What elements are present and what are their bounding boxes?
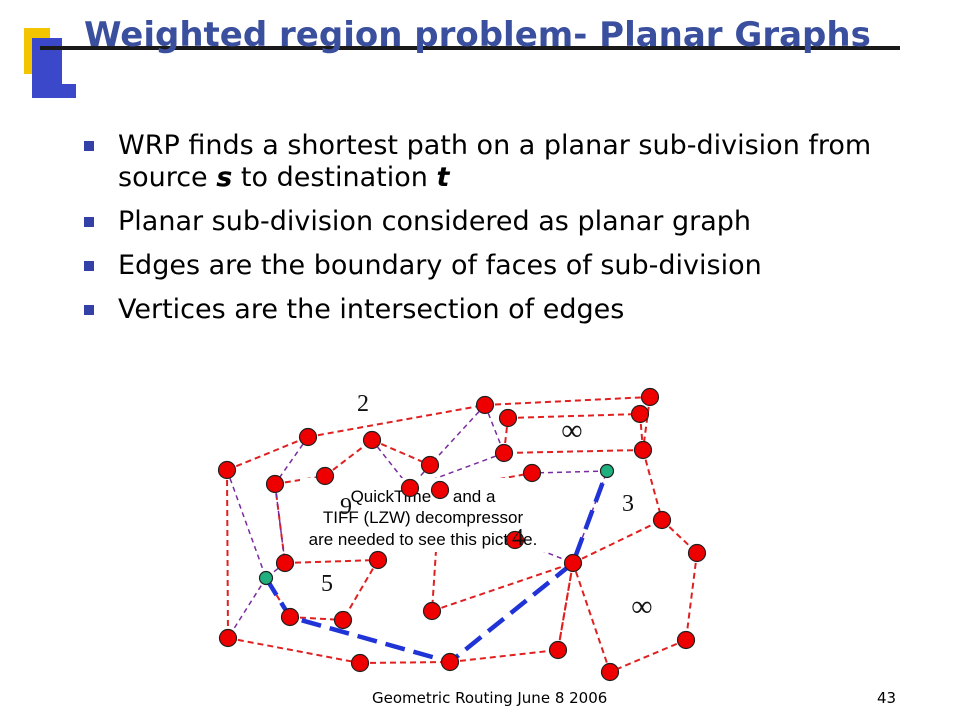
vertex: [548, 640, 568, 660]
slide-title: Weighted region problem- Planar Graphs: [84, 15, 871, 55]
vertex: [652, 510, 672, 530]
placeholder-text: TIFF (LZW) decompressor: [323, 508, 524, 527]
bullet-text: Vertices are the intersection of edges: [118, 294, 625, 325]
vertex: [640, 387, 660, 407]
placeholder-text: QuickTime™ and a: [351, 487, 496, 506]
terminal-vertex: [599, 463, 615, 479]
region-weight: 5: [321, 571, 333, 597]
red-edge: [284, 559, 379, 564]
placeholder-text: are needed to see this picture.: [309, 530, 538, 549]
region-weights: 2 ∞ 9 3 4 5 ∞: [321, 391, 653, 623]
vertex: [265, 474, 285, 494]
bullet-emphasis: t: [436, 162, 450, 193]
red-edge: [226, 436, 309, 471]
purple-edge: [371, 439, 411, 489]
vertex: [505, 530, 525, 550]
red-edge: [572, 562, 611, 673]
purple-edge: [227, 577, 267, 639]
vertex: [298, 427, 318, 447]
region-weight: 3: [622, 491, 634, 517]
bullet-square-icon: [84, 261, 94, 271]
purple-edge: [274, 436, 309, 485]
red-edge: [371, 439, 431, 466]
bullet-item: WRP finds a shortest path on a planar su…: [84, 130, 884, 194]
vertex: [430, 480, 450, 500]
bullet-text: to destination: [232, 162, 437, 193]
vertex: [420, 455, 440, 475]
bullet-list: WRP finds a shortest path on a planar su…: [84, 130, 884, 338]
terminal-vertex: [258, 570, 274, 586]
red-edge: [503, 449, 644, 454]
purple-edge: [531, 470, 608, 474]
red-edge: [572, 519, 663, 564]
red-edge: [557, 562, 574, 651]
vertex: [217, 460, 237, 480]
vertex: [498, 408, 518, 428]
vertex: [280, 607, 300, 627]
bullet-item: Planar sub-division considered as planar…: [84, 206, 884, 238]
quicktime-placeholder: QuickTime™ and a TIFF (LZW) decompressor a…: [300, 478, 570, 552]
vertex: [600, 662, 620, 682]
bullet-emphasis: s: [216, 162, 233, 193]
red-edge: [685, 552, 698, 641]
red-edge: [226, 469, 229, 639]
vertex: [494, 443, 514, 463]
vertex: [687, 543, 707, 563]
title-rule: [40, 46, 900, 50]
purple-edge: [274, 483, 286, 564]
purple-edge: [429, 404, 486, 466]
bullet-item: Vertices are the intersection of edges: [84, 294, 884, 326]
region-weight: ∞: [561, 414, 582, 447]
footer-text: Geometric Routing June 8 2006: [372, 689, 608, 707]
red-edge: [227, 637, 361, 664]
red-edge: [642, 449, 663, 521]
vertices: [217, 387, 707, 682]
region-weight: 4: [512, 525, 524, 551]
vertex: [563, 553, 583, 573]
vertex: [522, 463, 542, 483]
page-number: 43: [877, 689, 897, 707]
corner-accent-blue-bar: [32, 84, 76, 98]
vertex: [630, 404, 650, 424]
red-edge: [265, 577, 291, 618]
vertex: [676, 630, 696, 650]
red-edge: [449, 649, 559, 663]
bullet-item: Edges are the boundary of faces of sub-d…: [84, 250, 884, 282]
bullet-text: Edges are the boundary of faces of sub-d…: [118, 250, 762, 281]
vertex: [368, 550, 388, 570]
red-edge: [507, 413, 641, 419]
vertex: [633, 440, 653, 460]
bullet-square-icon: [84, 217, 94, 227]
vertex: [362, 430, 382, 450]
red-edge: [342, 559, 379, 621]
red-edge: [431, 562, 574, 612]
vertex: [333, 610, 353, 630]
bullet-square-icon: [84, 141, 94, 151]
bullet-square-icon: [84, 305, 94, 315]
region-weight: 2: [357, 391, 369, 417]
red-edge: [359, 661, 451, 664]
vertex: [422, 601, 442, 621]
vertex: [275, 553, 295, 573]
red-edge: [484, 396, 651, 406]
region-weight: 9: [340, 494, 352, 520]
red-edge: [609, 639, 687, 673]
region-weight: ∞: [631, 590, 652, 623]
vertex: [400, 478, 420, 498]
vertex: [475, 395, 495, 415]
vertex: [440, 652, 460, 672]
vertex: [315, 466, 335, 486]
vertex: [350, 653, 370, 673]
bullet-text: WRP finds a shortest path on a planar su…: [118, 130, 872, 193]
purple-edge: [226, 469, 267, 579]
vertex: [218, 628, 238, 648]
bullet-text: Planar sub-division considered as planar…: [118, 206, 752, 237]
red-edge: [307, 404, 486, 438]
